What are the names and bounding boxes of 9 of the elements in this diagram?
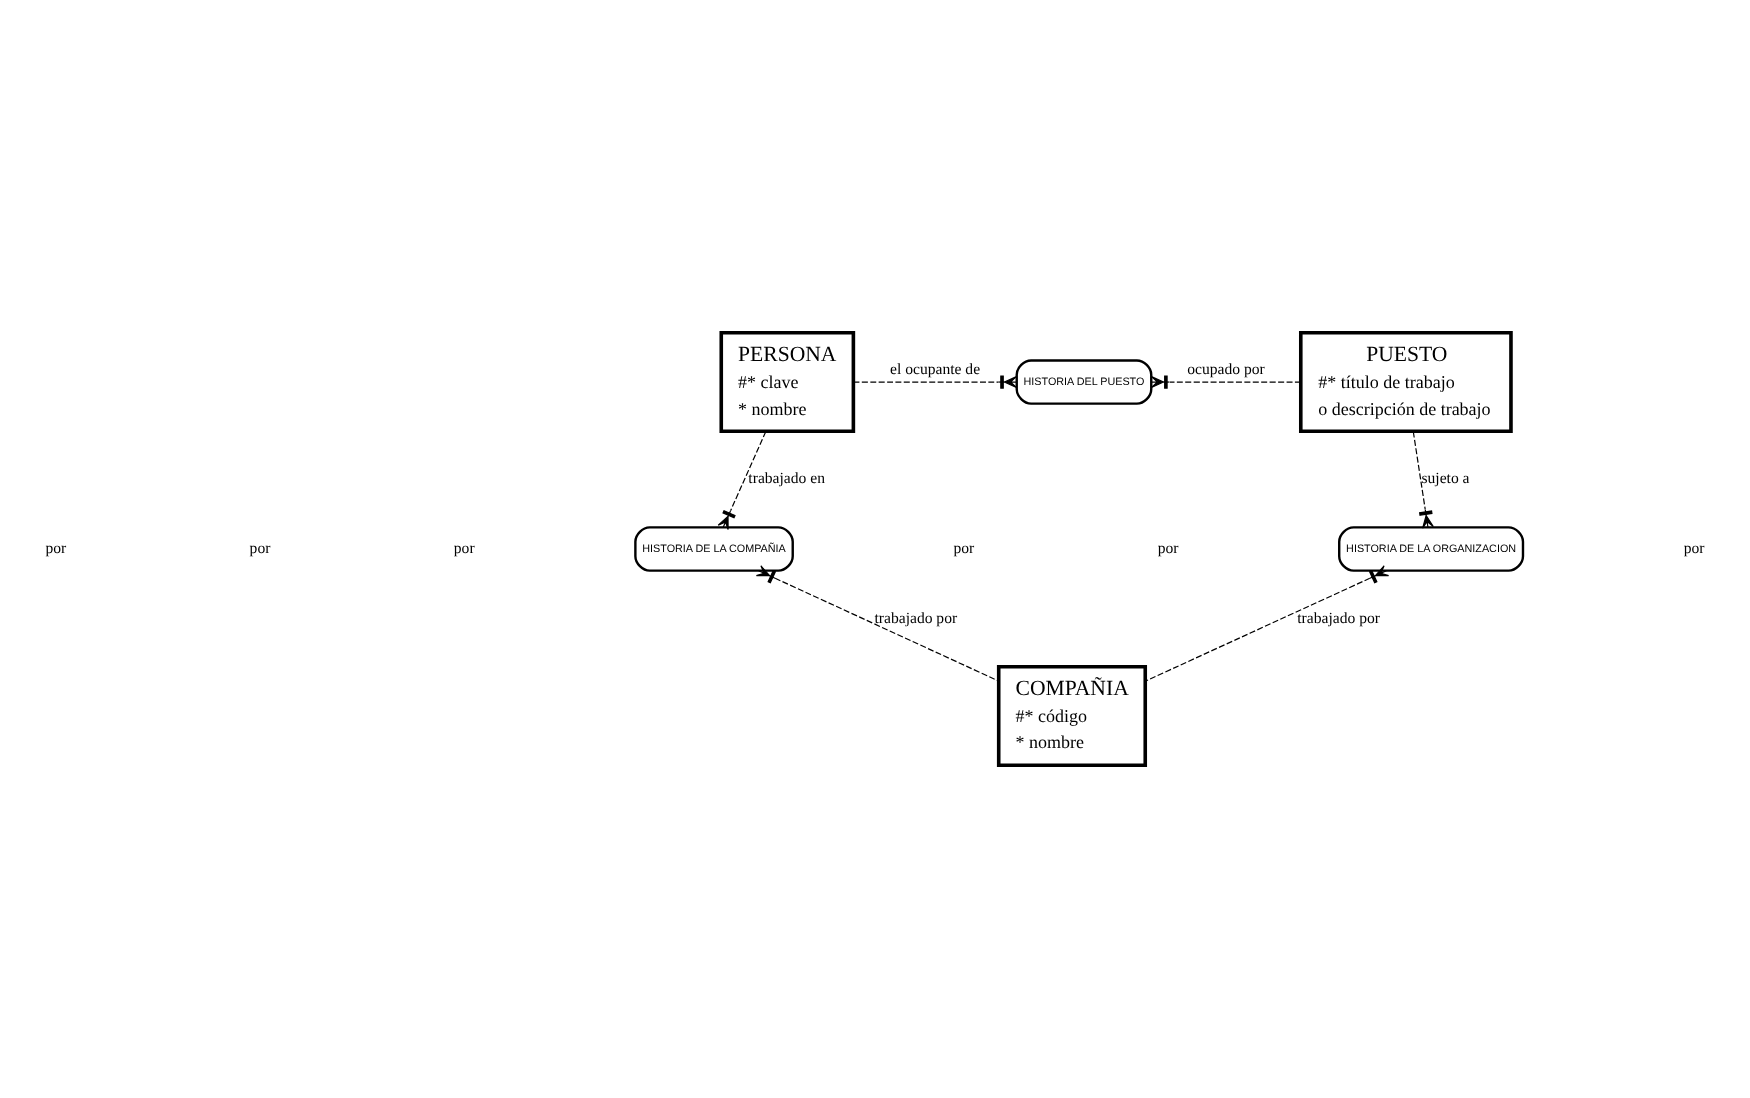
connector: [1144, 565, 1390, 682]
connector: [717, 431, 767, 531]
node-box: PERSONA #* clave * nombre: [719, 331, 856, 434]
connector: [1150, 375, 1302, 389]
node-box: COMPAÑIA #* código * nombre: [996, 664, 1148, 767]
connector: [1412, 431, 1434, 529]
connector: [755, 565, 1000, 682]
node-box: PUESTO #* título de trabajo o descripción de trabajo: [1299, 331, 1513, 434]
connector: [852, 375, 1018, 389]
